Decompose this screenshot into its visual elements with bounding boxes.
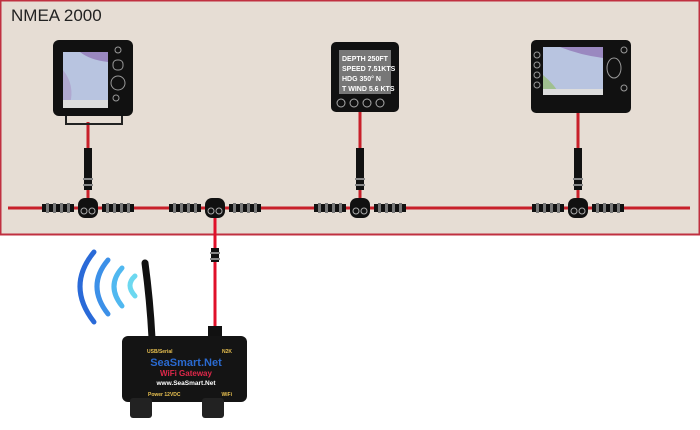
tee-connector xyxy=(532,148,624,218)
network-title: NMEA 2000 xyxy=(11,6,102,25)
wifi-gateway-device: USB/Serial N2K SeaSmart.Net WiFi Gateway… xyxy=(122,326,247,418)
display-line: SPEED 7.51KTS xyxy=(342,66,396,73)
port-n2k-label: N2K xyxy=(222,349,232,355)
power-label: Power 12VDC xyxy=(148,392,181,398)
tee-connector xyxy=(42,148,134,218)
nmea-network-area xyxy=(0,0,700,236)
chartplotter-right xyxy=(531,40,631,113)
port-usb-label: USB/Serial xyxy=(147,349,173,355)
brand-label: SeaSmart.Net xyxy=(150,357,222,369)
tee-connector xyxy=(314,148,406,218)
wifi-port-label: WiFi xyxy=(221,392,232,398)
antenna-icon xyxy=(141,259,156,342)
url-label: www.SeaSmart.Net xyxy=(155,380,216,387)
wifi-signal-icon xyxy=(77,249,138,325)
instrument-display: DEPTH 250FT SPEED 7.51KTS HDG 350° N T W… xyxy=(331,42,399,112)
display-line: T WIND 5.6 KTS xyxy=(342,86,395,93)
product-label: WiFi Gateway xyxy=(160,369,212,378)
display-line: DEPTH 250FT xyxy=(342,56,389,63)
display-line: HDG 350° N xyxy=(342,75,381,83)
chartplotter-left xyxy=(53,40,133,125)
